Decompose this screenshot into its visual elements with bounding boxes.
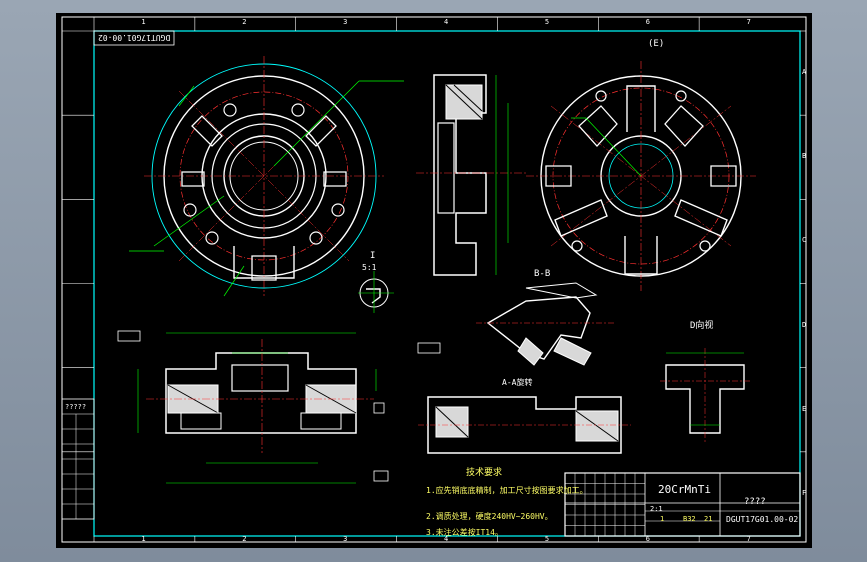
cad-drawing-viewport[interactable]: DGUT17G01.00-02 (E) I 5:1 B-B D向视 A-A旋转 … bbox=[56, 13, 812, 548]
zone-row-label: F bbox=[802, 488, 807, 497]
detail-view-i bbox=[358, 271, 394, 313]
left-revision-table bbox=[61, 398, 95, 520]
top-view-left bbox=[129, 56, 404, 297]
tech-note-2: 2.调质处理，硬度240HV~260HV。 bbox=[426, 512, 553, 521]
zone-column-label: 1 bbox=[141, 535, 146, 543]
tech-note-3: 3.未注公差按IT14。 bbox=[426, 528, 503, 537]
zone-markers bbox=[62, 17, 806, 542]
zone-column-label: 5 bbox=[544, 535, 550, 543]
zone-column-label: 7 bbox=[746, 535, 751, 543]
zone-row-label: B bbox=[802, 152, 807, 161]
zone-column-label: 6 bbox=[645, 535, 650, 543]
scale-text: 2:1 bbox=[650, 505, 663, 513]
zone-column-label: 5 bbox=[544, 18, 550, 26]
tech-notes-title: 技术要求 bbox=[466, 468, 503, 478]
zone-column-label: 2 bbox=[242, 535, 247, 543]
title-cell-2: B32 bbox=[683, 515, 696, 523]
left-box-text: ????? bbox=[65, 403, 87, 411]
engineering-drawing bbox=[61, 16, 807, 543]
side-section-view bbox=[416, 74, 526, 276]
zone-column-label: 1 bbox=[141, 18, 146, 26]
zone-column-label: 4 bbox=[444, 18, 449, 26]
material-text: 20CrMnTi bbox=[658, 483, 711, 496]
bb-section-view bbox=[476, 282, 616, 366]
zone-column-label: 2 bbox=[242, 18, 247, 26]
bb-section-label: B-B bbox=[534, 269, 551, 279]
outer-border bbox=[61, 16, 807, 543]
rotated-number-box bbox=[93, 30, 175, 46]
zone-column-label: 7 bbox=[746, 18, 751, 26]
title-mark: ???? bbox=[744, 497, 766, 507]
zone-row-label: C bbox=[802, 236, 807, 245]
top-view-right bbox=[526, 61, 756, 291]
zone-row-label: E bbox=[802, 404, 807, 413]
dd-view-label: D向视 bbox=[690, 321, 714, 331]
drawing-number: DGUT17G01.00-02 bbox=[726, 515, 799, 524]
title-block bbox=[564, 472, 801, 537]
title-cell-1: 1 bbox=[660, 515, 665, 523]
zone-column-label: 6 bbox=[645, 18, 650, 26]
zone-column-label: 3 bbox=[343, 535, 348, 543]
zone-column-label: 4 bbox=[444, 535, 449, 543]
aa-section-label: A-A旋转 bbox=[502, 378, 533, 387]
zone-row-label: A bbox=[802, 68, 807, 77]
label-e: (E) bbox=[648, 39, 665, 49]
zone-column-label: 3 bbox=[343, 18, 348, 26]
aa-section-view bbox=[417, 342, 631, 454]
title-cell-3: 21 bbox=[704, 515, 713, 523]
zone-row-label: D bbox=[802, 320, 807, 329]
detail-i-label: I bbox=[370, 251, 376, 261]
rotated-drawing-number: DGUT17G01.00-02 bbox=[98, 33, 171, 42]
front-section-view bbox=[117, 330, 389, 484]
d-view bbox=[660, 348, 750, 443]
detail-i-scale: 5:1 bbox=[362, 263, 377, 272]
tech-note-1: 1.应先销底底精制，加工尺寸按图要求加工。 bbox=[426, 486, 588, 495]
